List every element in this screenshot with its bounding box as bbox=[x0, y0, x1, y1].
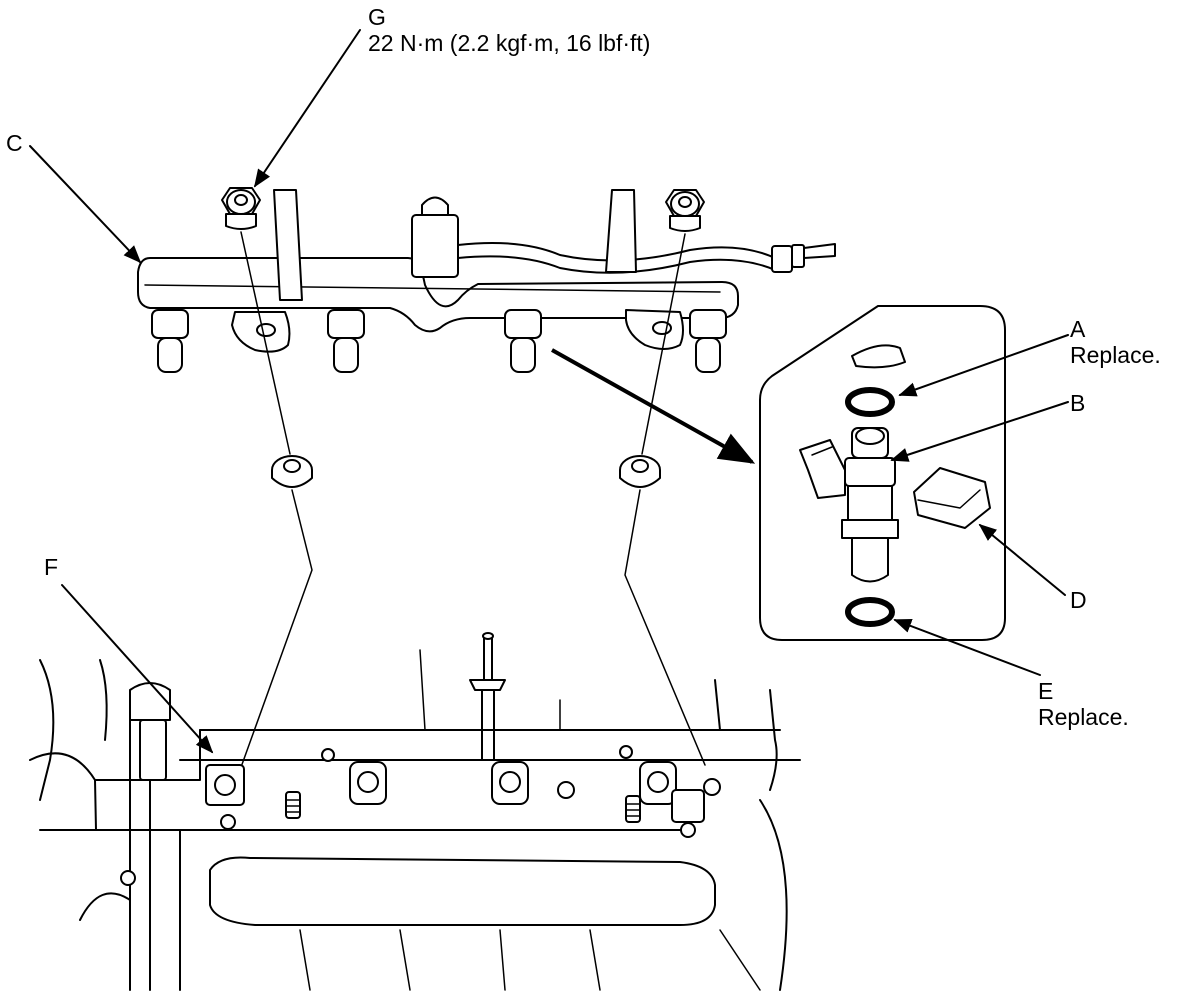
callout-a-note: Replace. bbox=[1070, 342, 1161, 368]
callout-d-letter: D bbox=[1070, 587, 1087, 613]
injector-boss bbox=[639, 761, 677, 805]
rail-injector bbox=[689, 309, 727, 373]
insulator bbox=[619, 455, 661, 488]
injector-boss bbox=[671, 778, 721, 838]
fuel-rail bbox=[137, 189, 836, 373]
injector-clip bbox=[913, 467, 991, 529]
callout-e-note: Replace. bbox=[1038, 704, 1129, 730]
o-ring-upper bbox=[845, 387, 895, 417]
stud-bolt bbox=[625, 795, 641, 823]
flange-nut bbox=[221, 187, 261, 230]
flange-nut bbox=[665, 189, 705, 232]
injector-boss bbox=[349, 761, 387, 805]
fuel-injector bbox=[799, 427, 899, 583]
rail-injector bbox=[151, 309, 189, 373]
stud-bolt bbox=[285, 791, 301, 819]
callout-b-letter: B bbox=[1070, 390, 1086, 416]
injector-boss bbox=[205, 764, 245, 830]
callout-g-letter: G bbox=[368, 4, 386, 30]
callout-e-letter: E bbox=[1038, 678, 1054, 704]
injector-boss bbox=[491, 761, 529, 805]
injector-detail-inset bbox=[759, 305, 1006, 641]
o-ring-lower bbox=[845, 597, 895, 627]
insulator bbox=[271, 455, 313, 488]
rail-injector bbox=[327, 309, 365, 373]
callout-g-torque: 22 N·m (2.2 kgf·m, 16 lbf·ft) bbox=[368, 30, 651, 56]
callout-c-letter: C bbox=[6, 130, 23, 156]
callout-a-letter: A bbox=[1070, 316, 1086, 342]
callout-f-letter: F bbox=[44, 554, 59, 580]
intake-manifold bbox=[29, 632, 801, 991]
rail-injector bbox=[504, 309, 542, 373]
